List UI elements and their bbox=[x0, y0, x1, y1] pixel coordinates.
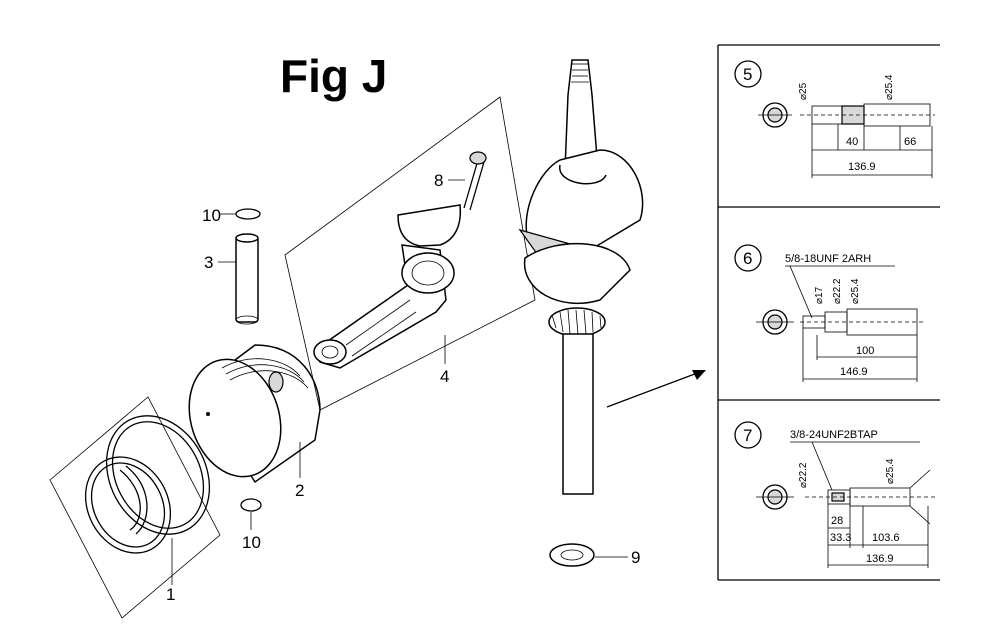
detail-5-dia-left: ⌀25 bbox=[798, 82, 809, 100]
detail-5-len-a: 40 bbox=[846, 136, 858, 148]
connecting-rod bbox=[313, 204, 462, 369]
detail-7-dia-b: ⌀25.4 bbox=[885, 458, 896, 484]
detail-5-len-b: 66 bbox=[904, 136, 916, 148]
rod-bolt bbox=[463, 151, 487, 211]
detail-6: 6 5/8-18UNF 2ARH ⌀17 ⌀22.2 ⌀25.4 100 146… bbox=[734, 244, 925, 382]
callout-3: 3 bbox=[204, 253, 213, 272]
detail-5-dia-right: ⌀25.4 bbox=[884, 74, 895, 100]
piston-ring-set bbox=[49, 396, 221, 619]
detail-5-len-total: 136.9 bbox=[848, 161, 876, 173]
callout-1: 1 bbox=[166, 585, 175, 604]
callout-4: 4 bbox=[440, 367, 449, 386]
clip-bottom bbox=[240, 498, 262, 512]
callout-2: 2 bbox=[295, 481, 304, 500]
callout-9: 9 bbox=[631, 548, 640, 567]
detail-6-thread: 5/8-18UNF 2ARH bbox=[785, 253, 871, 265]
detail-7-len-b: 33.3 bbox=[830, 532, 851, 544]
detail-5-number: 5 bbox=[743, 65, 752, 84]
detail-6-dia-a: ⌀17 bbox=[814, 286, 825, 304]
clip-top bbox=[235, 208, 261, 220]
detail-pointer-arrow bbox=[606, 370, 706, 408]
detail-6-len-a: 100 bbox=[856, 345, 874, 357]
detail-6-badge bbox=[734, 244, 762, 272]
detail-6-len-total: 146.9 bbox=[840, 366, 868, 378]
detail-5-badge bbox=[734, 60, 762, 88]
detail-6-number: 6 bbox=[743, 249, 752, 268]
detail-6-dia-b: ⌀22.2 bbox=[832, 278, 843, 304]
callout-8: 8 bbox=[434, 171, 443, 190]
detail-7: 7 3/8-24UNF2BTAP ⌀22.2 ⌀25.4 28 33.3 103… bbox=[734, 421, 935, 568]
detail-7-len-a: 28 bbox=[831, 515, 843, 527]
detail-7-thread: 3/8-24UNF2BTAP bbox=[790, 429, 878, 441]
detail-7-len-c: 103.6 bbox=[872, 532, 900, 544]
detail-5: 5 ⌀25 ⌀25.4 40 66 136.9 bbox=[734, 60, 935, 178]
callout-10-top: 10 bbox=[202, 206, 221, 225]
detail-6-dia-c: ⌀25.4 bbox=[850, 278, 861, 304]
detail-7-dia-a: ⌀22.2 bbox=[798, 462, 809, 488]
crankshaft bbox=[518, 59, 644, 495]
detail-7-badge bbox=[734, 421, 762, 449]
callout-10-bottom: 10 bbox=[242, 533, 261, 552]
connecting-rod-frame bbox=[284, 96, 536, 411]
figure-title: Fig J bbox=[280, 50, 387, 102]
piston bbox=[188, 344, 321, 484]
piston-pin bbox=[235, 233, 259, 325]
detail-7-number: 7 bbox=[743, 426, 752, 445]
detail-panel bbox=[717, 44, 940, 581]
detail-7-len-total: 136.9 bbox=[866, 553, 894, 565]
washer bbox=[549, 543, 595, 567]
